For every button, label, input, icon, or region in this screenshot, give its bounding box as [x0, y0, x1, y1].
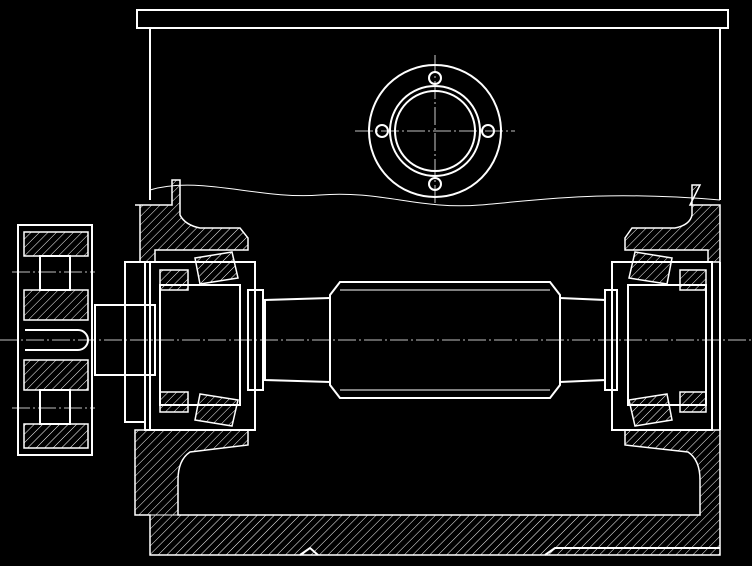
- tapered-roller-bearing-right: [604, 251, 713, 431]
- housing: [134, 28, 721, 556]
- flange: [355, 55, 515, 205]
- shaft: [0, 281, 752, 399]
- top-cover-plate: [136, 9, 729, 29]
- tapered-roller-bearing-left: [124, 251, 264, 431]
- coupling-gear: [12, 224, 95, 456]
